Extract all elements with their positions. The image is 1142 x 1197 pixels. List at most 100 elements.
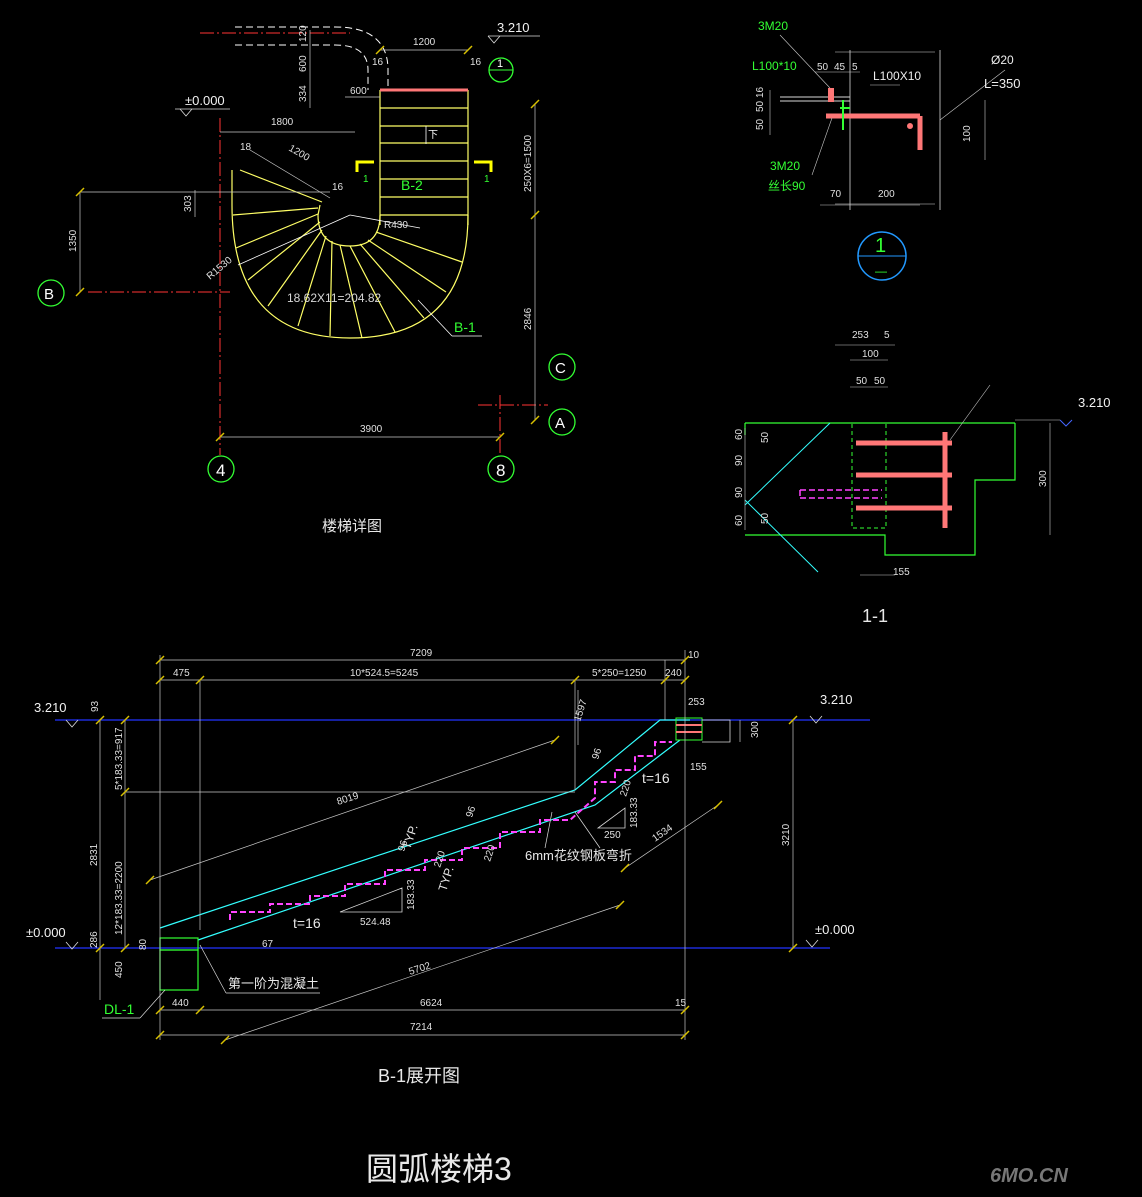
detail1-dim-50b: 50 (755, 100, 766, 112)
detail1-dim-5: 5 (852, 62, 858, 73)
plan-dim-16a: 16 (372, 57, 384, 68)
plan-dim-2846: 2846 (523, 307, 534, 330)
plan-elev-zero: ±0.000 (185, 93, 225, 108)
detail1-dim-45: 45 (834, 62, 846, 73)
plan-tag-b2: B-2 (401, 177, 423, 193)
elev-dim-15: 15 (675, 998, 687, 1009)
plan-caption: 楼梯详图 (322, 518, 382, 535)
sec11-dim-60b: 60 (734, 514, 745, 526)
plan-dim-3900: 3900 (360, 424, 383, 435)
sec11-dim-253: 253 (852, 330, 869, 341)
elev-step-220c: 220 (618, 778, 634, 798)
elev-tri1-run: 524.48 (360, 917, 391, 928)
elev-step-220a: 220 (432, 849, 448, 869)
sec11-dim-155: 155 (893, 567, 910, 578)
plan-dim-303: 303 (183, 195, 194, 212)
grid-bubble-4: 4 (216, 461, 225, 480)
detail1-bolts-top: 3M20 (758, 19, 788, 33)
detail1-bolt-length: 丝长90 (768, 179, 806, 193)
elev-dim-440: 440 (172, 998, 189, 1009)
elev-dim-240: 240 (665, 668, 682, 679)
elev-top-right: 3.210 (820, 692, 853, 707)
plan-dim-334: 334 (298, 85, 309, 102)
detail-callout-1: 1 (497, 58, 503, 70)
plan-dim-18: 18 (240, 142, 252, 153)
stair-plan-view: 3900 1200 1800 1200 18 16 16 16 600 120 … (37, 20, 576, 535)
plan-dim-600b: 600 (350, 86, 367, 97)
detail1-dim-70: 70 (830, 189, 842, 200)
plan-down-arrow-label: 下 (428, 130, 438, 141)
elev-beam-tag: DL-1 (104, 1001, 135, 1017)
elev-dim-5x183: 5*183.33=917 (114, 727, 125, 790)
elev-dim-2831: 2831 (89, 843, 100, 866)
plan-dim-1350: 1350 (68, 229, 79, 252)
watermark: 6MO.CN (990, 1165, 1068, 1187)
drawing-main-title: 圆弧楼梯3 (366, 1151, 512, 1187)
sec11-dim-60a: 60 (734, 428, 745, 440)
sec11-dim-50a: 50 (856, 376, 868, 387)
b1-elevation-view: 7209 10 475 10*524.5=5245 5*250=1250 240… (26, 648, 870, 1086)
elev-dim-300: 300 (750, 721, 761, 738)
sec11-dim-100: 100 (862, 349, 879, 360)
section-1-1-view: 253 5 100 50 50 60 50 90 90 60 50 300 15… (734, 330, 1111, 626)
elev-dim-12x183: 12*183.33=2200 (114, 861, 125, 935)
plan-dim-120: 120 (298, 25, 309, 42)
detail1-dim-50c: 50 (755, 118, 766, 130)
elev-dim-7214: 7214 (410, 1022, 433, 1033)
plan-dim-1800: 1800 (271, 117, 294, 128)
elev-dim-80: 80 (138, 938, 149, 950)
elev-tri1-rise: 183.33 (406, 879, 417, 910)
elev-t16-upper: t=16 (642, 770, 670, 786)
elev-dim-67: 67 (262, 939, 274, 950)
plan-dim-16c: 16 (332, 182, 344, 193)
elev-step-220b: 220 (482, 843, 498, 863)
sec11-dim-90a: 90 (734, 454, 745, 466)
plan-dim-600a: 600 (298, 55, 309, 72)
elev-t16-lower: t=16 (293, 915, 321, 931)
grid-bubble-c: C (555, 360, 566, 377)
sec11-caption: 1-1 (862, 606, 888, 626)
sec11-dim-300: 300 (1038, 470, 1049, 487)
detail1-bolts-bottom: 3M20 (770, 159, 800, 173)
grid-bubble-a: A (555, 415, 565, 432)
elev-caption: B-1展开图 (378, 1066, 460, 1086)
sec11-dim-50b: 50 (874, 376, 886, 387)
detail1-rod-length: L=350 (984, 76, 1021, 91)
grid-bubble-b: B (44, 286, 54, 303)
elev-tri2-run: 250 (604, 830, 621, 841)
plan-dim-250x6: 250X6=1500 (523, 135, 534, 192)
elev-step-96b: 96 (464, 805, 478, 819)
sec11-dim-50c: 50 (760, 431, 771, 443)
plan-dim-16b: 16 (470, 57, 482, 68)
detail1-rod-dia: Ø20 (991, 53, 1014, 67)
elev-dim-93: 93 (90, 700, 101, 712)
elev-dim-6624: 6624 (420, 998, 443, 1009)
grid-bubble-8: 8 (496, 461, 505, 480)
elev-dim-155: 155 (690, 762, 707, 773)
plan-section-mark-right: 1 (484, 174, 490, 185)
plan-section-mark-left: 1 (363, 174, 369, 185)
elev-dim-450: 450 (114, 961, 125, 978)
detail1-dim-50: 50 (817, 62, 829, 73)
sec11-dim-90b: 90 (734, 486, 745, 498)
detail1-angle-right: L100X10 (873, 69, 921, 83)
elev-dim-10: 10 (688, 650, 700, 661)
detail1-mark-number: 1 (875, 235, 886, 257)
elev-dim-3210: 3210 (781, 823, 792, 846)
plan-arc-text: 18.62X11=204.82 (287, 291, 382, 305)
elev-dim-253: 253 (688, 697, 705, 708)
plan-elev-top: 3.210 (497, 20, 530, 35)
elev-dim-286: 286 (89, 931, 100, 948)
elev-dim-10x524: 10*524.5=5245 (350, 668, 419, 679)
elev-dim-475: 475 (173, 668, 190, 679)
detail1-mark-scale: — (875, 264, 887, 278)
detail1-dim-100: 100 (962, 125, 973, 142)
elev-step-96a: 96 (396, 839, 410, 853)
sec11-elevation: 3.210 (1078, 395, 1111, 410)
elev-step-96c: 96 (590, 747, 604, 761)
elev-zero-left: ±0.000 (26, 925, 66, 940)
detail-1-view: 3M20 L100*10 L100X10 50 45 5 16 50 50 10… (752, 19, 1021, 281)
detail1-dim-200: 200 (878, 189, 895, 200)
sec11-dim-50d: 50 (760, 512, 771, 524)
plan-dim-1200-top: 1200 (413, 37, 436, 48)
